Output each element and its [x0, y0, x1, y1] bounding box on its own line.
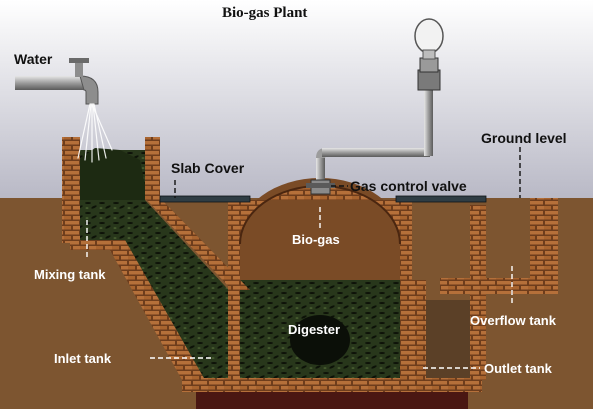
water-tap-icon	[15, 58, 99, 105]
label-mixing-tank: Mixing tank	[34, 267, 106, 282]
slab-cover-left	[159, 195, 251, 203]
outlet-right-wall	[470, 294, 486, 380]
gas-pipe-riser	[424, 86, 433, 156]
dome-interior	[238, 178, 402, 280]
outlet-left-wall	[412, 280, 426, 380]
foundation	[196, 392, 468, 409]
digester-base	[182, 378, 482, 392]
label-overflow-tank: Overflow tank	[470, 313, 556, 328]
mixing-tank-heap	[78, 148, 148, 200]
slab-cover-right	[395, 195, 487, 203]
inlet-slurry	[80, 150, 238, 380]
gas-pipe-vertical	[316, 158, 325, 190]
digester-right-wall	[400, 280, 412, 380]
digester-left-wall	[228, 280, 240, 380]
label-digester: Digester	[288, 322, 341, 337]
gas-pipe-horizontal	[322, 148, 430, 157]
digester-dark-core	[290, 315, 350, 365]
label-gas-control-valve: Gas control valve	[350, 178, 467, 194]
diagram-title: Bio-gas Plant	[222, 5, 308, 21]
label-outlet-tank: Outlet tank	[484, 361, 552, 376]
outlet-slurry	[426, 300, 476, 378]
inlet-inner-wall	[145, 198, 250, 290]
overflow-right-wall	[530, 198, 558, 294]
mixing-tank-left-wall	[62, 137, 80, 243]
light-bulb-icon	[414, 18, 444, 91]
label-slab-cover: Slab Cover	[171, 160, 245, 176]
label-bio-gas: Bio-gas	[292, 232, 340, 247]
inlet-slope-wall	[70, 240, 205, 380]
gas-valve-handle	[306, 183, 335, 188]
mixing-tank-right-wall	[145, 137, 160, 200]
label-water: Water	[14, 51, 53, 67]
water-stream	[77, 103, 113, 163]
label-ground-level: Ground level	[481, 130, 567, 146]
label-inlet-tank: Inlet tank	[54, 351, 112, 366]
outlet-inner-ledge	[470, 205, 486, 280]
overflow-channel	[440, 278, 558, 294]
